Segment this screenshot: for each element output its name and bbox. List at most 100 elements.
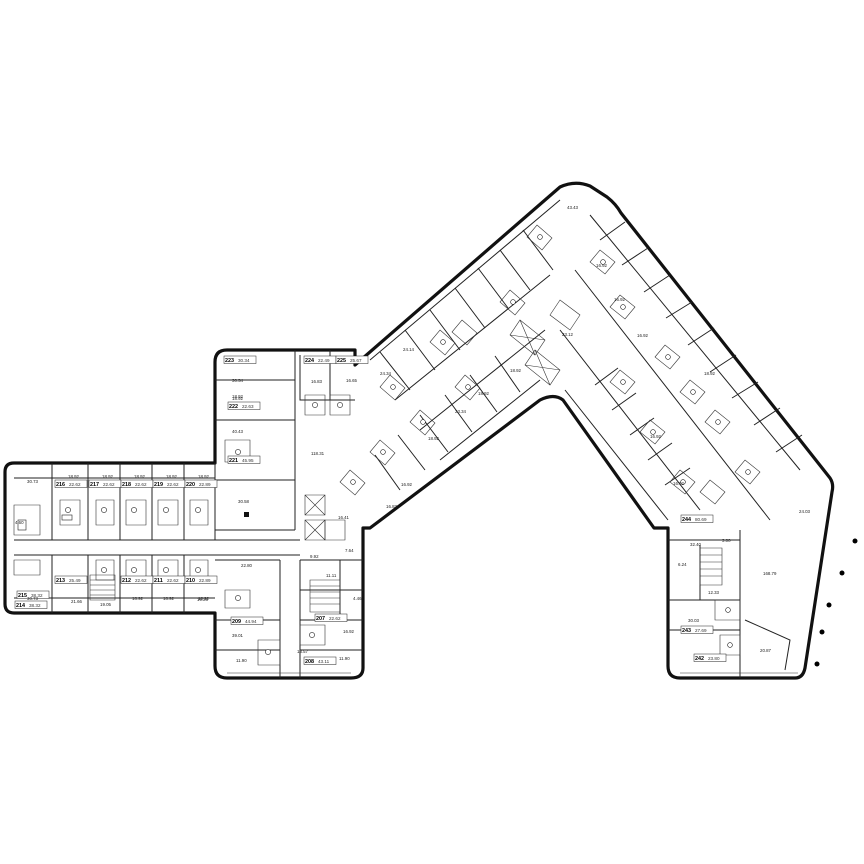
unit-tag-209: 209 44.94	[230, 616, 264, 625]
unit-area: 22.62	[135, 578, 147, 583]
unit-number: 220	[186, 482, 195, 488]
unit-area: 43.11	[318, 659, 330, 664]
unit-number: 214	[16, 603, 25, 609]
unit-tag-box	[227, 401, 261, 410]
room-area-label: 18.92	[102, 474, 114, 479]
diagonal-wing-west	[339, 199, 581, 496]
room-area-label: 30.73	[27, 479, 39, 484]
unit-tag-217: 217 22.62	[88, 479, 122, 488]
room-area-label: 12.33	[708, 590, 720, 595]
unit-area: 22.62	[69, 482, 81, 487]
unit-number: 222	[229, 404, 238, 410]
unit-tag-box	[314, 613, 348, 622]
unit-number: 223	[225, 358, 234, 364]
room-area-label: 24.03	[799, 509, 811, 514]
room-area-label: 18.92	[166, 474, 178, 479]
room-area-label: 30.58	[238, 499, 250, 504]
room-area-label: 21.66	[71, 599, 83, 604]
unit-tag-box	[16, 590, 50, 599]
unit-number: 244	[682, 517, 691, 523]
unit-area: 30.34	[238, 358, 250, 363]
unit-number: 225	[337, 358, 346, 364]
unit-number: 212	[122, 578, 131, 584]
room-area-label: 18.92	[478, 391, 490, 396]
room-area-label: 30.03	[688, 618, 700, 623]
room-area-label: 23.34	[455, 409, 467, 414]
room-area-label: 19.26	[197, 597, 209, 602]
building-outline	[3, 181, 835, 680]
room-area-label: 16.92	[596, 263, 608, 268]
room-area-label: 16.92	[401, 482, 413, 487]
unit-tag-box	[303, 656, 337, 665]
room-area-label: 18.92	[704, 371, 716, 376]
unit-area: 22.62	[103, 482, 115, 487]
unit-number: 217	[90, 482, 99, 488]
unit-number: 209	[232, 619, 241, 625]
unit-tag-218: 218 22.62	[120, 479, 154, 488]
room-area-label: 22.80	[241, 563, 253, 568]
unit-number: 221	[229, 458, 238, 464]
room-area-label: 18.92	[510, 368, 522, 373]
room-area-label: 11.90	[339, 656, 350, 661]
unit-number: 208	[305, 659, 314, 665]
unit-tag-box	[693, 653, 727, 662]
room-area-label: 19.05	[100, 602, 112, 607]
room-labels: 30.54 18.92 40.43 30.58 16.83 16.65 118.31 30.7…	[15, 205, 811, 663]
unit-number: 242	[695, 656, 704, 662]
room-area-label: 40.43	[232, 429, 244, 434]
unit-number: 216	[56, 482, 65, 488]
room-area-label: 20.87	[760, 648, 772, 653]
unit-tag-box	[14, 600, 48, 609]
room-area-label: 43.43	[567, 205, 579, 210]
unit-tag-242: 242 23.80	[693, 653, 727, 662]
room-area-label: 16.92	[650, 434, 662, 439]
unit-tag-212: 212 22.62	[120, 575, 154, 584]
unit-tag-box	[223, 355, 257, 364]
unit-area: 22.49	[318, 358, 330, 363]
unit-tag-216: 216 22.62	[54, 479, 88, 488]
room-area-label: 23.12	[562, 332, 574, 337]
room-area-label: 6.24	[678, 562, 687, 567]
unit-area: 44.94	[245, 619, 257, 624]
southeast-block	[668, 530, 798, 678]
unit-area: 22.63	[242, 404, 254, 409]
room-area-label: 16.92	[614, 297, 626, 302]
room-area-label: 16.65	[346, 378, 358, 383]
room-area-label: 9.92	[310, 554, 319, 559]
room-area-label: 168.79	[763, 571, 777, 576]
room-area-label: 3.00	[722, 538, 731, 543]
unit-area: 23.80	[708, 656, 720, 661]
room-area-label: 118.31	[311, 451, 325, 456]
room-area-label: 18.92	[68, 474, 80, 479]
unit-area: 22.62	[135, 482, 147, 487]
room-area-label: 18.92	[163, 596, 175, 601]
room-area-label: 18.92	[134, 474, 146, 479]
room-area-label: 16.92	[637, 333, 649, 338]
room-area-label: 16.92	[343, 629, 355, 634]
unit-area: 45.95	[242, 458, 254, 463]
unit-number: 215	[18, 593, 27, 599]
unit-tag-box	[335, 355, 369, 364]
unit-number: 218	[122, 482, 131, 488]
room-area-label: 30.54	[232, 378, 244, 383]
room-area-label: 16.92	[673, 481, 685, 486]
unit-number: 211	[154, 578, 163, 584]
unit-number: 243	[682, 628, 691, 634]
room-area-label: 18.92	[232, 396, 244, 401]
unit-tag-208: 208 43.11	[303, 656, 337, 665]
room-area-label: 16.83	[311, 379, 323, 384]
room-area-label: 16.83	[386, 504, 398, 509]
room-area-label: 11.90	[236, 658, 247, 663]
unit-tag-box	[184, 479, 218, 488]
room-area-label: 18.92	[428, 436, 440, 441]
